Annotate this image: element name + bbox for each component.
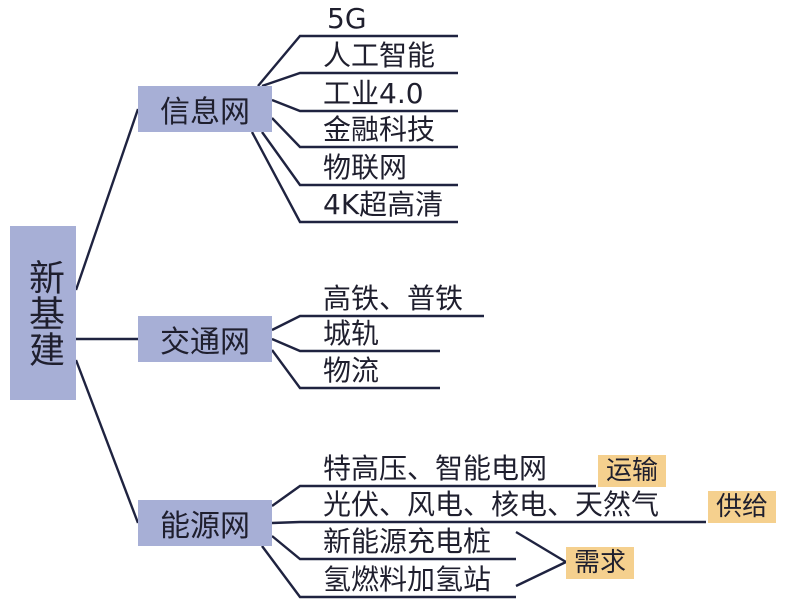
leaf-industry-4: 工业4.0 bbox=[323, 77, 424, 110]
leaf-iot: 物联网 bbox=[323, 151, 408, 184]
branch-traffic-label: 交通网 bbox=[160, 325, 250, 360]
leaf-ai: 人工智能 bbox=[323, 39, 436, 72]
leaf-ev-charging: 新能源充电桩 bbox=[323, 525, 492, 558]
branch-traffic-network: 交通网 bbox=[138, 316, 272, 362]
tag-demand: 需求 bbox=[566, 547, 635, 579]
leaf-4k-uhd: 4K超高清 bbox=[323, 188, 444, 221]
leaf-5g: 5G bbox=[327, 2, 367, 35]
tag-supply: 供给 bbox=[708, 491, 777, 523]
root-label: 新基建 bbox=[23, 259, 64, 367]
branch-energy-network: 能源网 bbox=[138, 500, 272, 546]
branch-energy-label: 能源网 bbox=[160, 509, 250, 544]
leaf-fintech: 金融科技 bbox=[323, 113, 436, 146]
leaf-hydrogen-station: 氢燃料加氢站 bbox=[323, 563, 492, 596]
leaf-high-speed-rail: 高铁、普铁 bbox=[323, 282, 464, 315]
leaf-urban-rail: 城轨 bbox=[323, 317, 380, 350]
leaf-logistics: 物流 bbox=[323, 354, 380, 387]
leaf-pv-wind-nuclear-gas: 光伏、风电、核电、天然气 bbox=[323, 488, 660, 521]
leaf-uhv-smart-grid: 特高压、智能电网 bbox=[323, 452, 548, 485]
tag-transport: 运输 bbox=[598, 455, 667, 487]
branch-info-label: 信息网 bbox=[160, 95, 250, 130]
root-node: 新基建 bbox=[10, 226, 76, 400]
branch-info-network: 信息网 bbox=[138, 86, 272, 132]
